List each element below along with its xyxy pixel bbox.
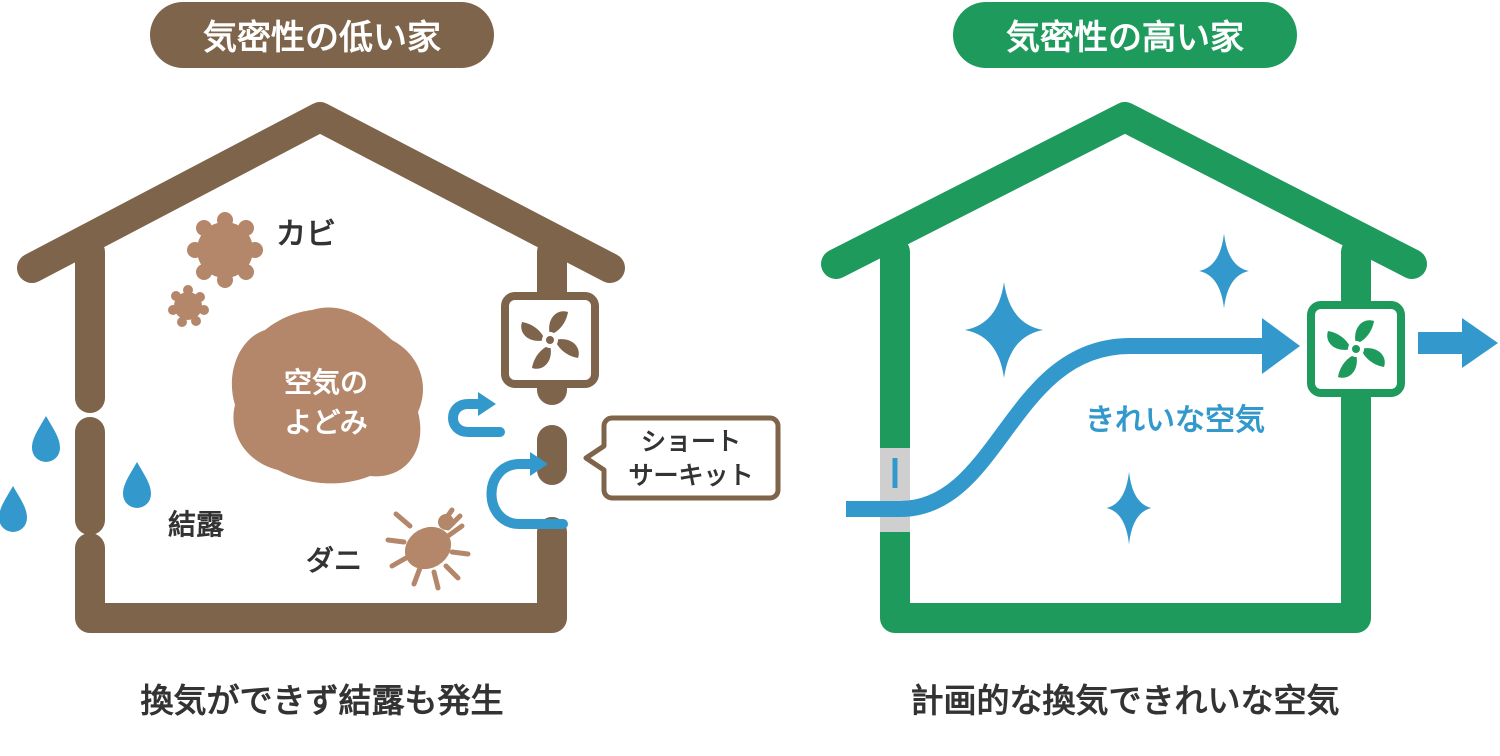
fan-icon: [1327, 320, 1385, 378]
stagnant-air-text-1: 空気の: [284, 366, 368, 399]
right-caption: 計画的な換気できれいな空気: [911, 681, 1340, 720]
stagnant-air-blob: [231, 307, 423, 484]
arrow-icon: [478, 392, 496, 416]
exhaust-arrow-shaft: [1418, 332, 1468, 354]
arrow-icon: [1262, 318, 1300, 374]
sparkle-icon: [964, 233, 1249, 545]
left-house-walls: [75, 237, 567, 633]
right-house-roof: [821, 102, 1427, 279]
right-badge: 気密性の高い家: [953, 2, 1297, 68]
right-fan: [1307, 301, 1405, 397]
condensation-label: 結露: [168, 508, 225, 541]
left-house-roof: [17, 102, 625, 283]
right-house: [821, 102, 1427, 633]
left-badge: 気密性の低い家: [150, 2, 494, 68]
fan-icon: [521, 311, 579, 369]
short-circuit-arrow-lower: [486, 459, 568, 529]
left-house: [17, 102, 625, 633]
right-house-walls: [880, 237, 1371, 633]
short-circuit-callout: ショート サーキット: [583, 415, 781, 501]
mold-label: カビ: [276, 217, 336, 252]
arrow-icon: [1462, 318, 1498, 368]
right-badge-bg: [953, 2, 1297, 68]
clean-air-flow: [846, 338, 1268, 517]
left-fan: [501, 292, 599, 388]
arrow-icon: [530, 452, 548, 476]
short-circuit-text-2: サーキット: [628, 461, 753, 490]
mold-icon: [168, 212, 263, 327]
left-badge-text: 気密性の低い家: [203, 18, 441, 58]
short-circuit-text-1: ショート: [641, 427, 741, 456]
right-badge-text: 気密性の高い家: [1006, 18, 1244, 58]
stagnant-air-text-2: よどみ: [284, 406, 367, 439]
clean-air-label: きれいな空気: [1085, 403, 1265, 438]
short-circuit-arrow-upper: [448, 399, 505, 437]
left-caption: 換気ができず結露も発生: [141, 681, 504, 720]
mite-icon: [385, 507, 471, 591]
mites-label: ダニ: [306, 544, 362, 577]
left-badge-bg: [150, 2, 494, 68]
